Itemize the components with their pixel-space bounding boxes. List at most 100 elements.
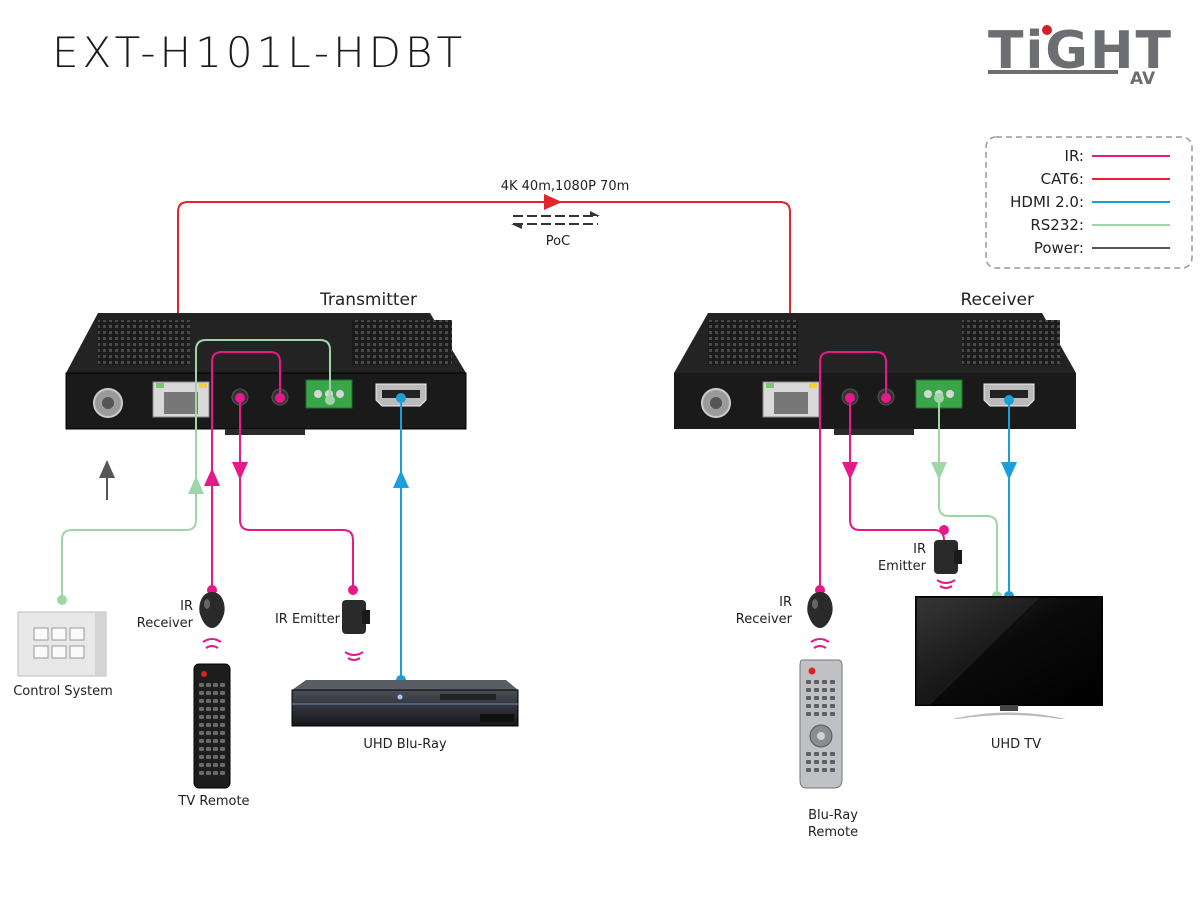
remote-button — [206, 683, 211, 687]
remote-button — [220, 683, 225, 687]
remote-button — [806, 768, 811, 772]
diagram-title: EXT-H101L-HDBT — [52, 28, 467, 77]
remote-button — [213, 763, 218, 767]
remote-button — [814, 704, 819, 708]
remote-button — [213, 723, 218, 727]
remote-button — [206, 731, 211, 735]
remote-button — [206, 771, 211, 775]
logo-dot-icon — [1042, 25, 1052, 35]
remote-button — [199, 771, 204, 775]
remote-button — [206, 755, 211, 759]
remote-button — [206, 723, 211, 727]
remote-button — [830, 752, 835, 756]
remote-button — [806, 704, 811, 708]
legend-item-label: RS232: — [1030, 216, 1084, 234]
legend-item-label: HDMI 2.0: — [1010, 193, 1084, 211]
remote-button — [830, 688, 835, 692]
remote-button — [822, 752, 827, 756]
remote-button — [220, 723, 225, 727]
remote-button — [199, 683, 204, 687]
remote-button — [830, 712, 835, 716]
poc-label: PoC — [546, 234, 570, 249]
remote-button — [206, 747, 211, 751]
remote-button — [220, 715, 225, 719]
remote-button — [213, 739, 218, 743]
remote-button — [220, 763, 225, 767]
remote-button — [213, 707, 218, 711]
remote-button — [814, 712, 819, 716]
remote-button — [822, 768, 827, 772]
remote-button — [830, 680, 835, 684]
remote-button — [213, 715, 218, 719]
remote-button — [814, 752, 819, 756]
remote-button — [206, 691, 211, 695]
legend: IR:CAT6:HDMI 2.0:RS232:Power: — [985, 136, 1193, 269]
remote-button — [199, 723, 204, 727]
remote-button — [830, 760, 835, 764]
remote-button — [814, 688, 819, 692]
control-system-panel: Control System — [13, 611, 113, 699]
remote-button — [822, 696, 827, 700]
tx-ir-emitter-label: IR Emitter — [275, 612, 341, 627]
tx-ir-signal-icon — [202, 638, 222, 649]
remote-button — [199, 739, 204, 743]
transmitter-label: Transmitter — [319, 290, 417, 310]
remote-button — [822, 688, 827, 692]
remote-button — [822, 704, 827, 708]
bluray-label: UHD Blu-Ray — [363, 737, 447, 752]
poc-arrows-icon — [511, 211, 600, 229]
remote-button — [220, 731, 225, 735]
control-system-label: Control System — [13, 684, 113, 699]
brand-logo: TiGHT AV — [988, 21, 1171, 89]
remote-button — [220, 707, 225, 711]
remote-button — [199, 731, 204, 735]
remote-button — [814, 680, 819, 684]
remote-button — [822, 760, 827, 764]
logo-sub-text: AV — [1130, 69, 1156, 89]
remote-button — [199, 707, 204, 711]
remote-button — [220, 771, 225, 775]
remote-button — [830, 696, 835, 700]
remote-button — [206, 715, 211, 719]
remote-button — [806, 680, 811, 684]
remote-button — [806, 696, 811, 700]
remote-button — [806, 760, 811, 764]
remote-button — [830, 704, 835, 708]
link-spec-label: 4K 40m,1080P 70m — [501, 179, 630, 194]
remote-button — [213, 691, 218, 695]
legend-item-label: IR: — [1065, 147, 1084, 165]
remote-button — [806, 688, 811, 692]
remote-button — [822, 680, 827, 684]
tx-ir-emitter: IR Emitter — [275, 600, 370, 661]
legend-item-label: CAT6: — [1041, 170, 1084, 188]
remote-button — [814, 760, 819, 764]
remote-button — [806, 712, 811, 716]
remote-button — [814, 696, 819, 700]
remote-button — [199, 755, 204, 759]
remote-button — [213, 755, 218, 759]
rx-ir-signal-icon — [810, 638, 830, 649]
rx-ir-emitter-signal-icon — [936, 579, 956, 589]
tv-label: UHD TV — [991, 737, 1041, 752]
remote-button — [206, 763, 211, 767]
tx-ir-emitter-signal-icon — [344, 651, 364, 661]
remote-button — [220, 747, 225, 751]
remote-button — [213, 747, 218, 751]
tv-remote: TV Remote — [177, 663, 250, 809]
remote-button — [213, 699, 218, 703]
remote-button — [206, 699, 211, 703]
remote-button — [199, 715, 204, 719]
remote-button — [814, 768, 819, 772]
remote-button — [806, 752, 811, 756]
remote-button — [213, 731, 218, 735]
remote-button — [199, 763, 204, 767]
receiver-label: Receiver — [960, 290, 1034, 310]
